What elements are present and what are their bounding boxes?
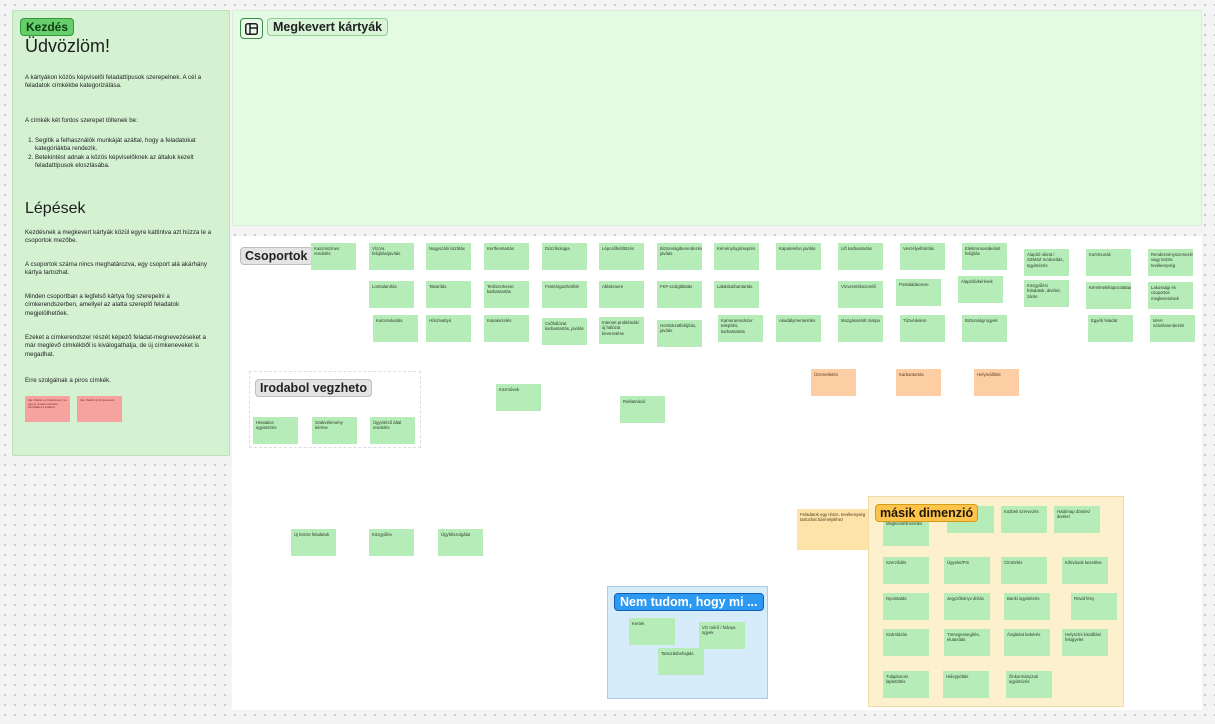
- task-card[interactable]: Reklamáció: [620, 396, 665, 423]
- step-paragraph: Ezeket a címkerendszer részét képező fel…: [25, 334, 206, 358]
- task-card[interactable]: Alapító okirat / SZMSZ módosítás, ügyint…: [1024, 249, 1069, 276]
- task-card[interactable]: Homlokzatfelújítás, javítás: [657, 320, 702, 347]
- red-tag-card[interactable]: Ide írhatók a címkenevek, ha egy új címk…: [25, 396, 70, 422]
- task-card[interactable]: Biztonságiberendezés javítás: [657, 243, 702, 270]
- task-card[interactable]: Kihívások kezelése: [1062, 557, 1108, 584]
- intro-list-item: Betekintést adnak a közös képviselőknek …: [35, 154, 215, 171]
- task-card[interactable]: Lift karbantartás: [838, 243, 883, 270]
- category-card[interactable]: Helyreállítás: [974, 369, 1019, 396]
- task-card[interactable]: Internet problémák/új hálózat bevezetése: [599, 317, 644, 344]
- task-card[interactable]: Elektromosrákéluit felújítás: [962, 243, 1007, 270]
- intro-paragraph-roles: A címkék két fontos szerepet töltenek be…: [25, 117, 138, 124]
- task-card[interactable]: FKF-szolgáltatás: [657, 281, 702, 308]
- task-card[interactable]: Takarítás: [426, 281, 471, 308]
- task-card[interactable]: Kukakezelés: [484, 315, 529, 342]
- task-card[interactable]: Vízvezetékszerelő: [838, 281, 883, 308]
- task-card[interactable]: Jegyzőkönyv átírás: [944, 593, 990, 620]
- task-card[interactable]: Kaszniszínes rendelés: [311, 243, 356, 270]
- task-card[interactable]: Hiánypótlás: [943, 671, 989, 698]
- task-card[interactable]: Rendezvényszervezés vagy közös tevékenys…: [1148, 249, 1193, 276]
- task-card[interactable]: Nyomtatás: [883, 593, 929, 620]
- group-title-masik[interactable]: másik dimenzió: [875, 504, 979, 522]
- task-card[interactable]: Biztonsági ügyek: [962, 315, 1007, 342]
- intro-list: Segítik a felhasználók munkáját azáltal,…: [25, 137, 215, 170]
- task-card[interactable]: Tűzvédelem: [900, 315, 945, 342]
- task-card[interactable]: Lomtalanítás: [369, 281, 414, 308]
- task-card[interactable]: Veszélyelhárítás: [900, 243, 945, 270]
- intro-paragraph: A kártyákon közös képviselői feladattípu…: [25, 74, 202, 90]
- task-card[interactable]: Mozgássérült rámpa: [838, 315, 883, 342]
- task-card[interactable]: Rövid fény: [1071, 593, 1117, 620]
- task-card[interactable]: Kulcsmásolás: [373, 315, 418, 342]
- task-card[interactable]: Kéményfogó/seprés: [714, 243, 759, 270]
- task-card[interactable]: Kommunák: [1086, 249, 1131, 276]
- task-card[interactable]: Lépcsőfelöltözés: [599, 243, 644, 270]
- task-card[interactable]: Ügyfélszolgálat: [438, 529, 483, 556]
- task-card[interactable]: Tömegessegítés, elutasítás: [944, 629, 990, 656]
- task-card[interactable]: Közgyűlés: [369, 529, 414, 556]
- category-card[interactable]: Karbantartás: [896, 369, 941, 396]
- task-card[interactable]: Akadálymentesítés: [776, 315, 821, 342]
- category-card[interactable]: Üzemeltetés: [811, 369, 856, 396]
- task-card[interactable]: Tetőszerkezet karbantartás: [484, 281, 529, 308]
- task-card[interactable]: Kertfenntartás: [484, 243, 529, 270]
- task-card[interactable]: Víz mérő / hiánya ügyek: [699, 622, 745, 649]
- section-label-kezdes[interactable]: Kezdés: [20, 18, 75, 36]
- task-card[interactable]: Helyszíni kiszállás/ felügyelet: [1062, 629, 1108, 656]
- task-card[interactable]: Lakáskarbantartás: [714, 281, 759, 308]
- step-paragraph: A csoportok száma nincs meghatározva, eg…: [25, 261, 207, 277]
- task-card[interactable]: Kamerarendszer telepítés, karbantartás: [718, 315, 763, 342]
- task-card[interactable]: Lakossági és csoportos megkeresések: [1148, 282, 1193, 309]
- task-card[interactable]: Megkezdett kérdés: [883, 518, 929, 546]
- task-card[interactable]: Nagyszáló tisztítás: [426, 243, 471, 270]
- task-card[interactable]: Banki ügyintézés: [1004, 593, 1050, 620]
- section-title-megkevert[interactable]: Megkevert kártyák: [267, 18, 389, 36]
- task-card[interactable]: Csőhálózat karbantartás, javítás: [542, 318, 587, 345]
- layout-icon[interactable]: [240, 18, 263, 39]
- task-card[interactable]: Önkormányzati ügyintézés: [1006, 671, 1052, 698]
- task-card[interactable]: Ügyelet/Pm: [944, 557, 990, 584]
- task-card[interactable]: Közbeli szervezés: [1001, 506, 1047, 533]
- task-card[interactable]: Vízóra felújítás/javítás: [369, 243, 414, 270]
- task-card[interactable]: Számlázás: [883, 629, 929, 656]
- step-paragraph: Erre szolgálnak a piros címkék.: [25, 377, 111, 384]
- task-card[interactable]: Ügyintéző által rendelés: [370, 417, 415, 444]
- task-card[interactable]: Dúzzíkologia: [542, 243, 587, 270]
- step-paragraph: Minden csoportban a legfelső kártya fog …: [25, 293, 180, 317]
- welcome-heading: Üdvözlöm!: [25, 36, 111, 56]
- task-card[interactable]: Közművek: [496, 384, 541, 411]
- task-card[interactable]: Szerződés: [883, 557, 929, 584]
- task-card[interactable]: Postaládacsere: [896, 279, 941, 306]
- steps-heading: Lépések: [25, 200, 86, 217]
- intro-list-item: Segítik a felhasználók munkáját azáltal,…: [35, 137, 215, 154]
- section-title-csoportok[interactable]: Csoportok: [240, 247, 313, 265]
- red-tag-card[interactable]: Ide írhatók új címkenevek: [77, 396, 122, 422]
- task-card[interactable]: Szakvélemény kérése: [312, 417, 357, 444]
- task-card[interactable]: Kérelmek/kapcsolattartás: [1086, 282, 1131, 309]
- note-card[interactable]: Feladatok egy része, tevékenység tartozh…: [797, 509, 870, 550]
- group-title-nem-tudom[interactable]: Nem tudom, hogy mi ...: [614, 593, 764, 611]
- task-card[interactable]: Alapinfó/kérések: [958, 276, 1003, 303]
- intro-panel: Kezdés Üdvözlöm! A kártyákon közös képvi…: [12, 10, 230, 456]
- task-card[interactable]: Tartozásbehajtás: [658, 648, 704, 675]
- task-card[interactable]: Egyéb feladat: [1088, 315, 1133, 342]
- task-card[interactable]: Tulajdonosi lapletöltés: [883, 671, 929, 698]
- task-card[interactable]: Közgyűlési feladatok, átvétel, zárás: [1024, 280, 1069, 307]
- task-card[interactable]: Festés/gaz/tetőtér: [542, 281, 587, 308]
- task-card[interactable]: Új közös feladatok: [291, 529, 336, 556]
- task-card[interactable]: Kertek: [629, 618, 675, 645]
- task-card[interactable]: Határnap döntés/átvétel: [1054, 506, 1100, 533]
- task-card[interactable]: Hivatalos ügyintézés: [253, 417, 298, 444]
- task-card[interactable]: Árajánlat bekérés: [1004, 629, 1050, 656]
- group-title-irodabol[interactable]: Irodabol vegzheto: [255, 379, 372, 397]
- task-card[interactable]: Kaputelefon javítás: [776, 243, 821, 270]
- mixed-cards-section: Megkevert kártyák: [232, 10, 1202, 226]
- task-card[interactable]: MAH számlarendezés: [1150, 315, 1195, 342]
- task-card[interactable]: Hőszivattyú: [426, 315, 471, 342]
- step-paragraph: Kezdésnek a megkevert kártyák közül egyr…: [25, 229, 212, 245]
- task-card[interactable]: Ablakcsere: [599, 281, 644, 308]
- task-card[interactable]: Címtörlés: [1001, 557, 1047, 584]
